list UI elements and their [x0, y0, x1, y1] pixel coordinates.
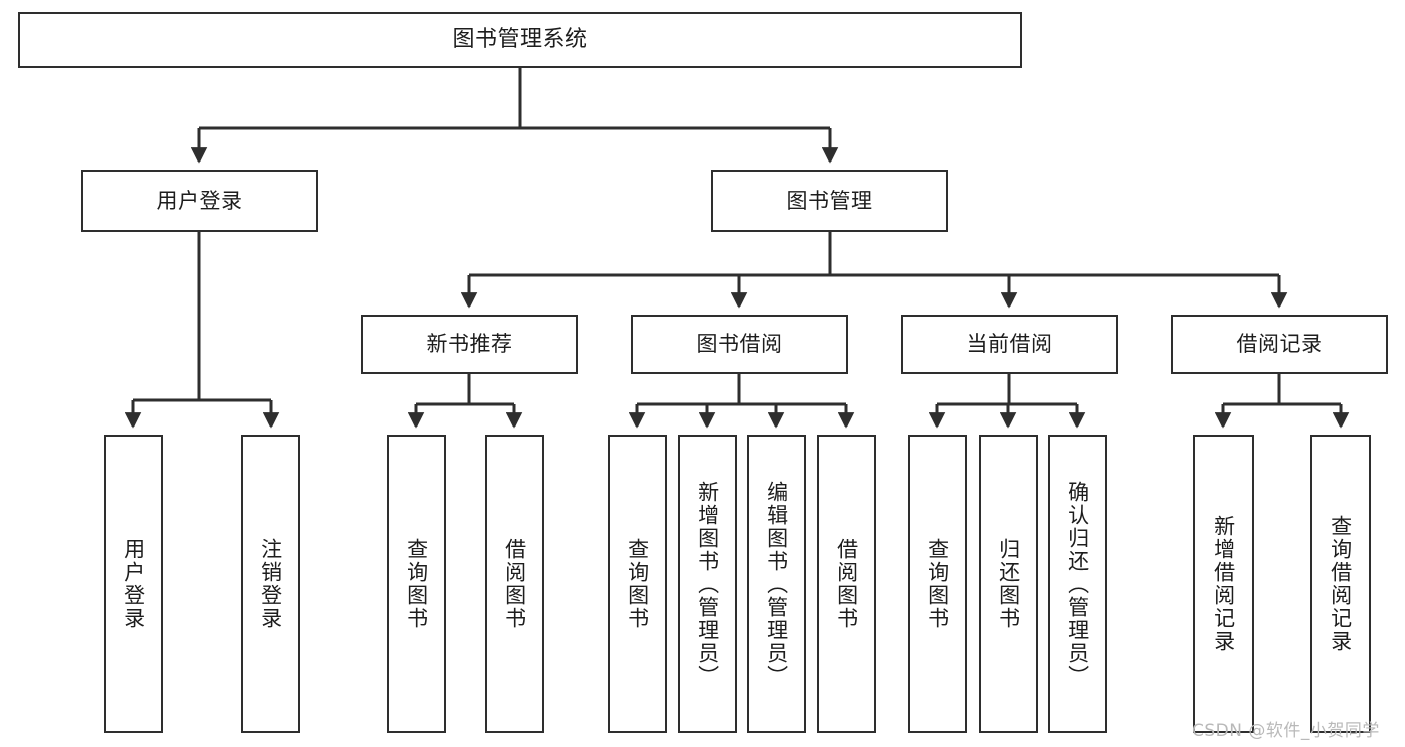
node-user-login[interactable]: 用户登录	[81, 170, 318, 232]
leaf-add-book-admin[interactable]: 新增图书（管理员）	[678, 435, 737, 733]
leaf-query-book-borrow[interactable]: 查询图书	[608, 435, 667, 733]
leaf-query-book-recommend-label: 查询图书	[404, 538, 429, 630]
leaf-return-book[interactable]: 归还图书	[979, 435, 1038, 733]
leaf-add-borrow-record-label: 新增借阅记录	[1211, 515, 1236, 653]
csdn-watermark: CSDN @软件_小贺同学	[1192, 721, 1380, 741]
node-book-borrow-label: 图书借阅	[696, 332, 783, 357]
leaf-query-book-borrow-label: 查询图书	[625, 538, 650, 630]
leaf-add-book-admin-label: 新增图书（管理员）	[695, 480, 720, 688]
node-book-management[interactable]: 图书管理	[711, 170, 948, 232]
node-root-label: 图书管理系统	[452, 27, 588, 53]
leaf-borrow-book[interactable]: 借阅图书	[817, 435, 876, 733]
leaf-user-login[interactable]: 用户登录	[104, 435, 163, 733]
leaf-borrow-book-label: 借阅图书	[834, 538, 859, 630]
node-current-borrow-label: 当前借阅	[966, 332, 1053, 357]
leaf-borrow-book-recommend[interactable]: 借阅图书	[485, 435, 544, 733]
node-user-login-label: 用户登录	[156, 188, 243, 213]
leaf-edit-book-admin[interactable]: 编辑图书（管理员）	[747, 435, 806, 733]
node-new-book-recommend[interactable]: 新书推荐	[361, 315, 578, 374]
leaf-query-book-current[interactable]: 查询图书	[908, 435, 967, 733]
node-root[interactable]: 图书管理系统	[18, 12, 1022, 68]
leaf-query-borrow-record[interactable]: 查询借阅记录	[1310, 435, 1371, 733]
leaf-logout[interactable]: 注销登录	[241, 435, 300, 733]
leaf-borrow-book-recommend-label: 借阅图书	[502, 538, 527, 630]
leaf-add-borrow-record[interactable]: 新增借阅记录	[1193, 435, 1254, 733]
leaf-query-book-current-label: 查询图书	[925, 538, 950, 630]
leaf-edit-book-admin-label: 编辑图书（管理员）	[764, 480, 789, 688]
node-borrow-records-label: 借阅记录	[1236, 332, 1323, 357]
leaf-return-book-label: 归还图书	[996, 538, 1021, 630]
leaf-query-borrow-record-label: 查询借阅记录	[1328, 515, 1353, 653]
node-book-management-label: 图书管理	[786, 188, 873, 213]
leaf-confirm-return-admin[interactable]: 确认归还（管理员）	[1048, 435, 1107, 733]
node-current-borrow[interactable]: 当前借阅	[901, 315, 1118, 374]
leaf-confirm-return-admin-label: 确认归还（管理员）	[1065, 480, 1090, 688]
leaf-logout-label: 注销登录	[258, 538, 283, 630]
leaf-query-book-recommend[interactable]: 查询图书	[387, 435, 446, 733]
node-book-borrow[interactable]: 图书借阅	[631, 315, 848, 374]
node-borrow-records[interactable]: 借阅记录	[1171, 315, 1388, 374]
node-new-book-recommend-label: 新书推荐	[426, 332, 513, 357]
leaf-user-login-label: 用户登录	[121, 538, 146, 630]
